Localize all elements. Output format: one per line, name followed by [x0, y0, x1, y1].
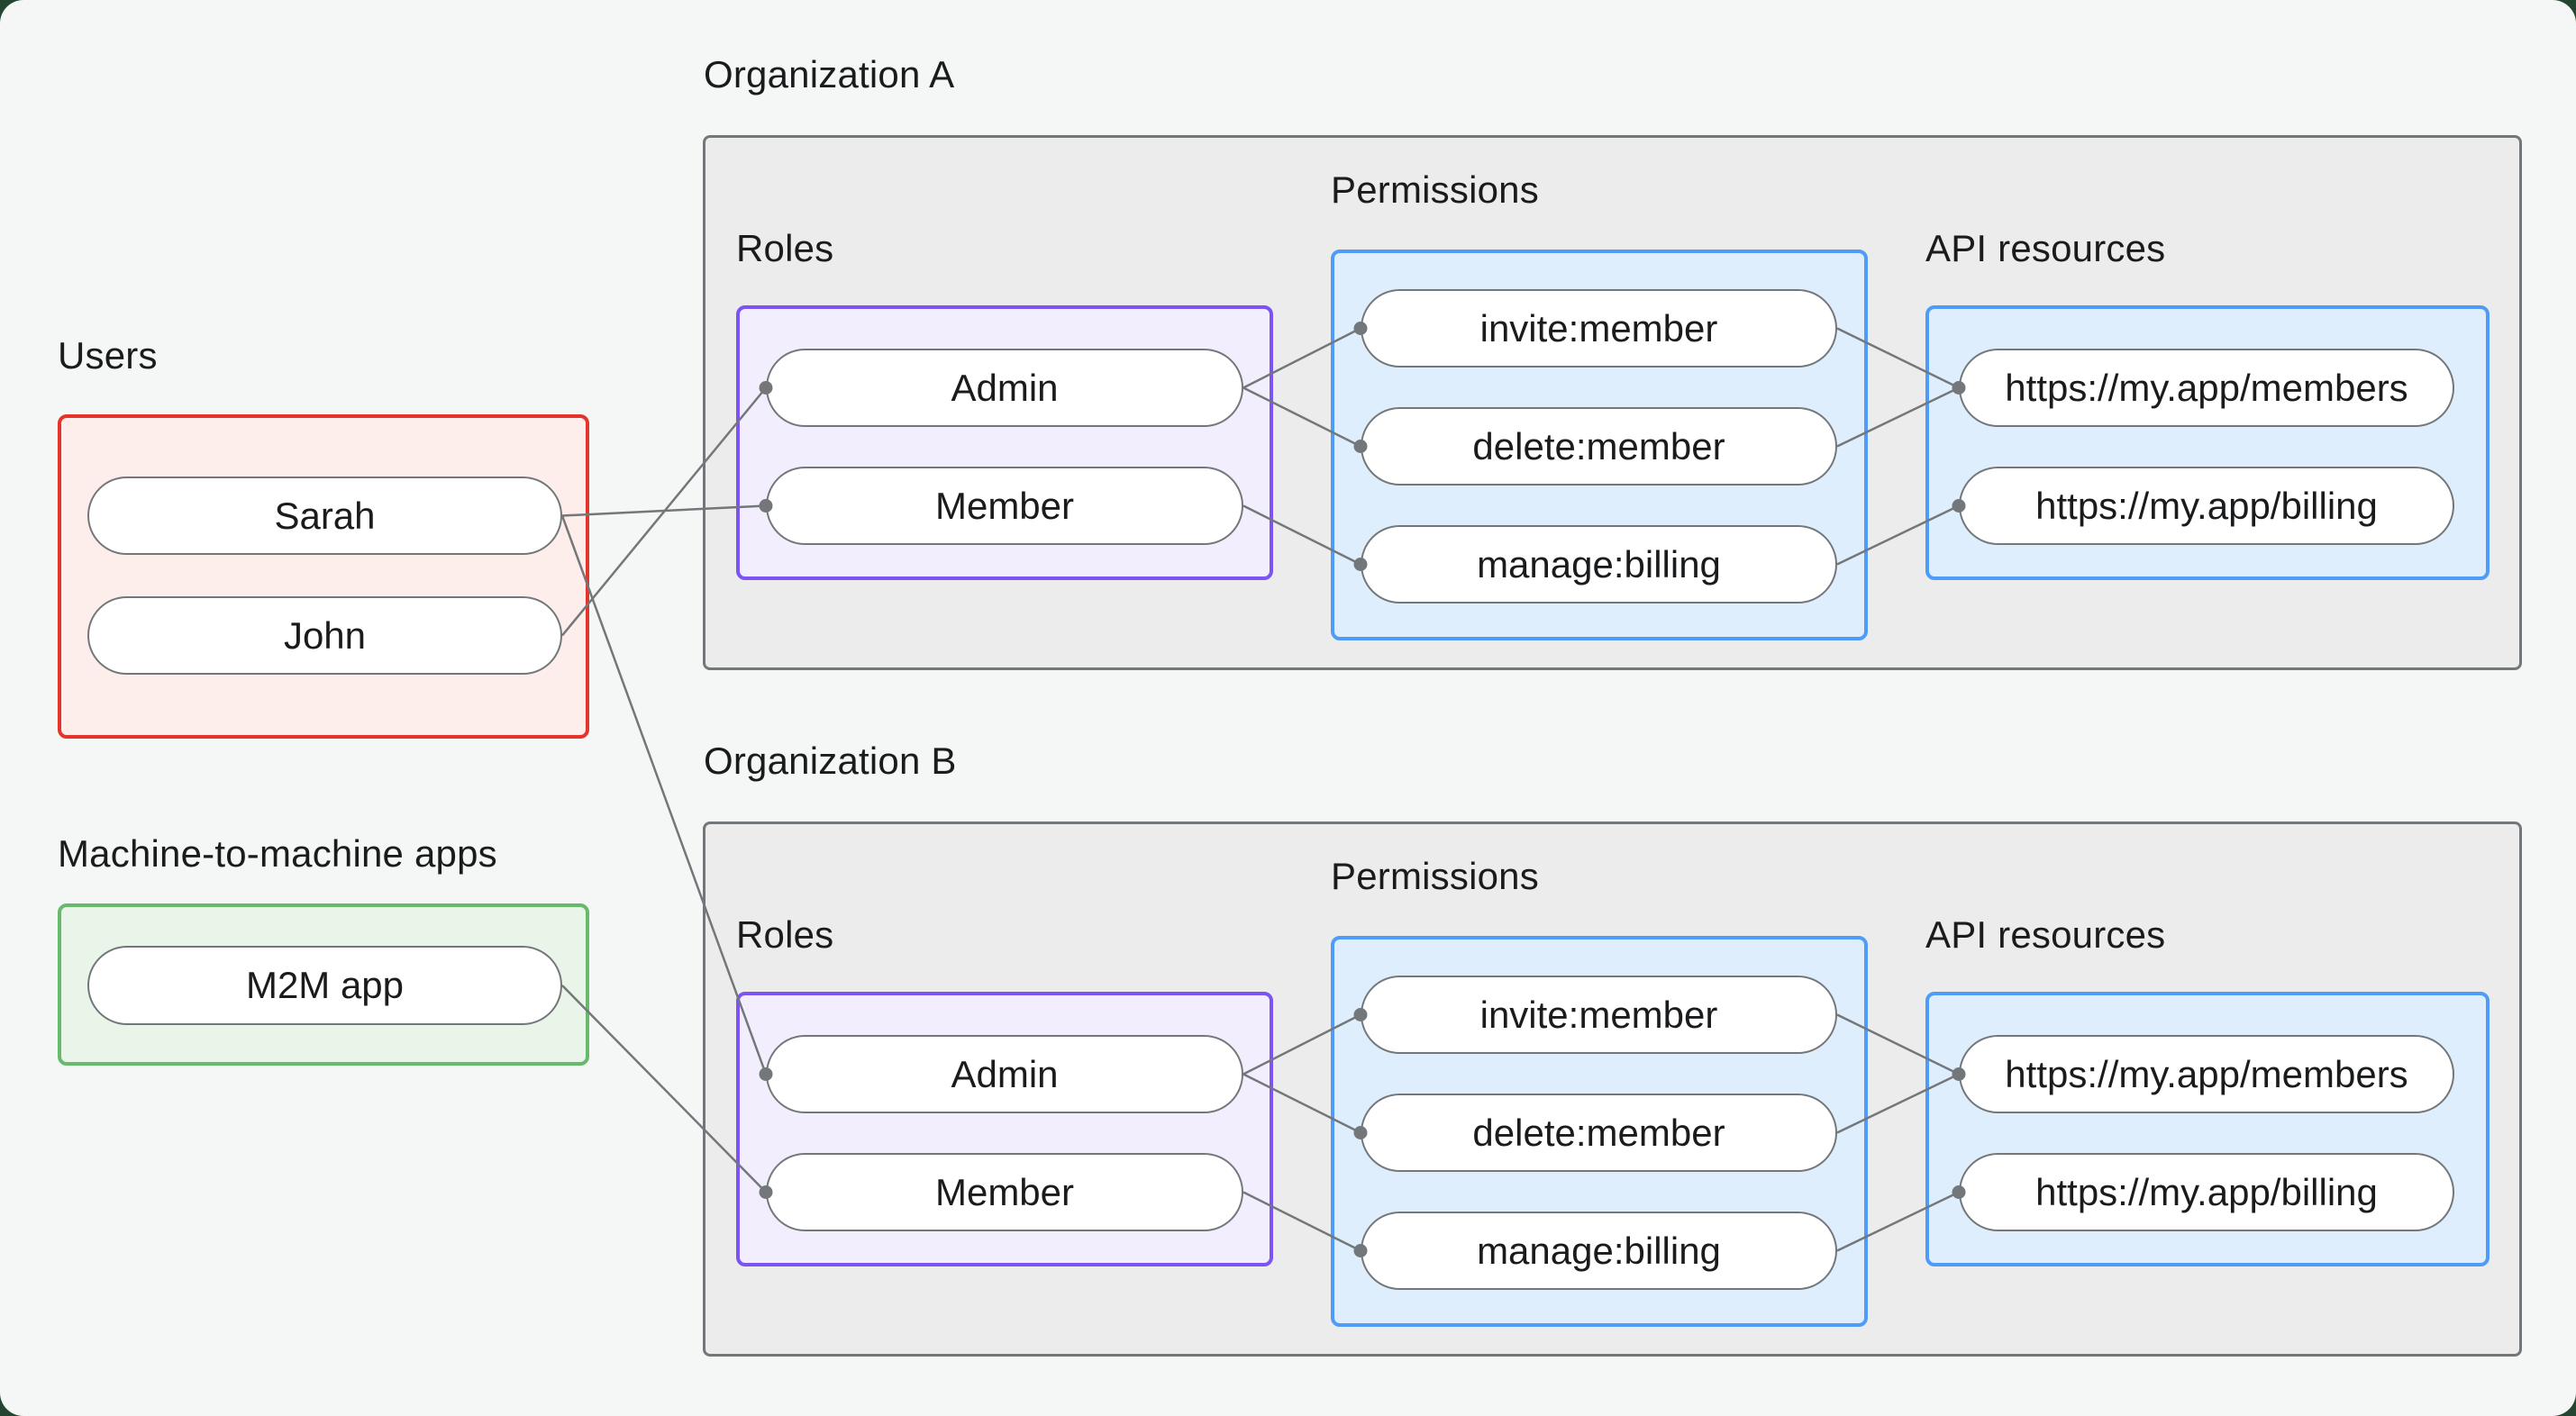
org-a-node-member: Member — [766, 467, 1243, 545]
org-b-node-api-members: https://my.app/members — [1959, 1035, 2454, 1113]
org-b-permissions-label: Permissions — [1331, 855, 1539, 897]
org-a-node-manage-billing: manage:billing — [1361, 525, 1837, 604]
org-b-api-label: API resources — [1925, 913, 2166, 956]
org-b-node-admin: Admin — [766, 1035, 1243, 1113]
org-a-node-api-billing: https://my.app/billing — [1959, 467, 2454, 545]
org-b-node-api-billing: https://my.app/billing — [1959, 1153, 2454, 1231]
org-b-node-member: Member — [766, 1153, 1243, 1231]
org-b-node-manage-billing: manage:billing — [1361, 1212, 1837, 1290]
node-john: John — [87, 596, 562, 675]
org-a-node-api-members: https://my.app/members — [1959, 349, 2454, 427]
org-a-permissions-label: Permissions — [1331, 168, 1539, 211]
node-sarah: Sarah — [87, 477, 562, 555]
org-a-node-invite-member: invite:member — [1361, 289, 1837, 368]
org-a-label: Organization A — [704, 53, 955, 95]
node-m2m-app: M2M app — [87, 946, 562, 1025]
m2m-group-label: Machine-to-machine apps — [58, 832, 497, 875]
org-a-node-admin: Admin — [766, 349, 1243, 427]
org-b-roles-label: Roles — [736, 913, 834, 956]
org-a-node-delete-member: delete:member — [1361, 407, 1837, 486]
org-b-node-delete-member: delete:member — [1361, 1094, 1837, 1172]
org-a-roles-label: Roles — [736, 227, 834, 269]
org-b-label: Organization B — [704, 740, 957, 782]
users-group-box — [58, 414, 589, 739]
org-b-node-invite-member: invite:member — [1361, 976, 1837, 1054]
org-a-api-label: API resources — [1925, 227, 2166, 269]
users-group-label: Users — [58, 334, 158, 377]
